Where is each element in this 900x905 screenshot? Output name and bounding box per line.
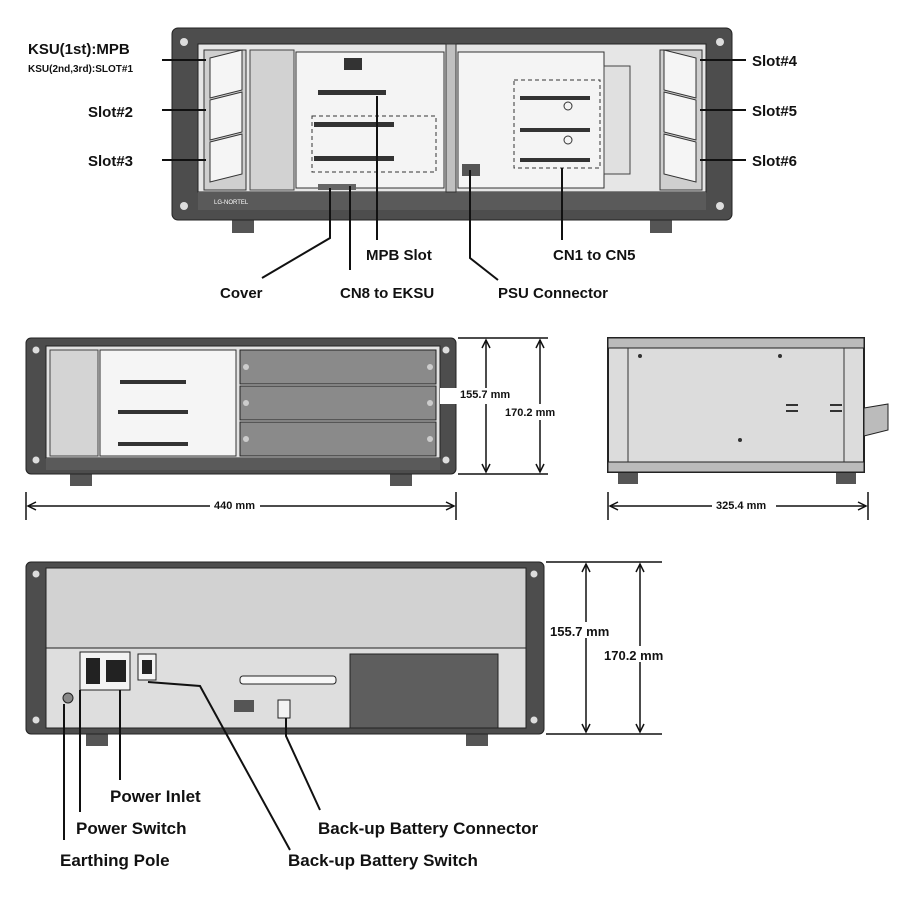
front-view-closed [25,337,457,486]
right-slot-guides [659,49,703,191]
label-power-inlet: Power Inlet [110,787,201,806]
label-backup-battery-switch: Back-up Battery Switch [288,851,478,870]
psu-board [457,51,605,189]
foot [650,218,672,233]
rear-vent-grille [349,653,499,729]
label-slot-3: Slot#3 [88,153,133,170]
label-earthing-pole: Earthing Pole [60,851,170,870]
left-slot-guides [203,49,247,191]
dim-width: 440 mm [214,500,255,512]
foot [232,218,254,233]
dim-rear-inner-height: 155.7 mm [550,624,609,639]
dim-rear-outer-height: 170.2 mm [604,648,663,663]
label-slot-5: Slot#5 [752,103,797,120]
rear-dimension-lines [546,561,662,735]
dim-depth: 325.4 mm [716,500,766,512]
mpb-board [295,51,445,189]
label-slot-2: Slot#2 [88,104,133,121]
top-callout-lines [162,59,746,281]
label-cn8-eksu: CN8 to EKSU [340,285,434,302]
label-psu-connector: PSU Connector [498,285,608,302]
dim-front-outer-height: 170.2 mm [505,407,555,419]
label-backup-battery-connector: Back-up Battery Connector [318,819,538,838]
label-cover: Cover [220,285,263,302]
bottom-callout-lines [63,681,321,851]
rear-view [25,561,545,746]
label-slot-6: Slot#6 [752,153,797,170]
label-ksu-first: KSU(1st):MPB [28,41,130,58]
front-bezel [198,192,706,210]
front-view-open: LG-NORTEL [171,27,733,233]
label-slot-4: Slot#4 [752,53,798,70]
dim-front-inner-height: 155.7 mm [460,389,510,401]
side-view [607,337,889,484]
label-ksu-second: KSU(2nd,3rd):SLOT#1 [28,64,133,75]
label-mpb-slot: MPB Slot [366,247,432,264]
brand-logo: LG-NORTEL [214,200,249,206]
label-power-switch: Power Switch [76,819,187,838]
label-cn1-cn5: CN1 to CN5 [553,247,636,264]
